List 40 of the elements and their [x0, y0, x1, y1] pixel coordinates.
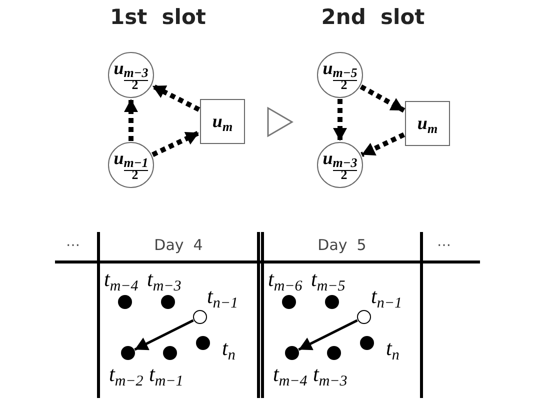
- math-label: u$_{m}$: [417, 114, 438, 134]
- math-label: u$_{m−1}$: [114, 148, 148, 168]
- time-label: t$_{m−6}$: [268, 269, 302, 290]
- time-label: t$_{n}$: [386, 338, 400, 359]
- arrow: [151, 84, 200, 112]
- time-label: t$_{m−4}$: [104, 269, 138, 290]
- time-label: t$_{m−3}$: [313, 364, 348, 385]
- ellipsis-label: …: [66, 234, 80, 250]
- state-box: [200, 99, 245, 144]
- day-header: Day 4: [153, 236, 204, 254]
- day-column: [261, 232, 423, 398]
- time-label: t$_{m−1}$: [149, 364, 184, 385]
- state-box: [405, 101, 450, 146]
- math-label: u$_{m−5}$: [322, 58, 358, 78]
- time-label: t$_{m−4}$: [273, 364, 308, 385]
- day-header: Day 5: [316, 236, 368, 254]
- math-label: u$_{m−3}$: [114, 58, 148, 78]
- arrow: [124, 99, 138, 141]
- time-label: t$_{m−5}$: [311, 269, 346, 290]
- slot-title: 2nd slot: [321, 5, 425, 29]
- time-label: t$_{m−2}$: [109, 364, 144, 385]
- arrow: [360, 84, 406, 113]
- time-label: t$_{n−1}$: [371, 286, 402, 307]
- arrow: [298, 319, 358, 351]
- time-label: t$_{n−1}$: [207, 286, 238, 307]
- slot-title: 1st slot: [110, 5, 206, 29]
- math-label: u$_{m}$: [212, 112, 233, 132]
- state-circle: [108, 142, 154, 188]
- math-label: u$_{m−3}$: [322, 148, 358, 168]
- time-label: t$_{n}$: [222, 338, 236, 359]
- state-circle: [317, 142, 363, 188]
- arrow: [152, 130, 200, 157]
- arrow: [134, 319, 194, 351]
- arrow: [333, 99, 347, 141]
- ellipsis-label: …: [437, 234, 451, 250]
- day-column: [97, 232, 260, 398]
- state-circle: [108, 52, 154, 98]
- time-label: t$_{m−3}$: [147, 269, 182, 290]
- state-circle: [317, 52, 363, 98]
- arrow: [360, 132, 406, 157]
